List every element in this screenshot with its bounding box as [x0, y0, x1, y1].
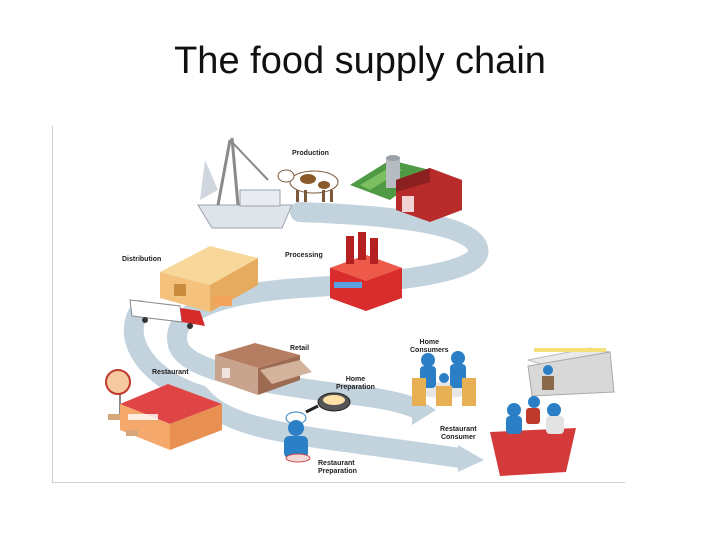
frying-pan-icon	[305, 392, 351, 414]
chef-icon	[284, 411, 311, 463]
buffet-counter-icon	[527, 347, 615, 397]
diagram-frame	[52, 126, 625, 483]
label-restaurant: Restaurant	[152, 369, 189, 376]
truck-icon	[129, 296, 232, 329]
retail-store-icon	[215, 343, 312, 395]
page-title: The food supply chain	[174, 40, 546, 82]
label-home-consumers: Home Consumers	[410, 339, 449, 354]
farm-barn-icon	[350, 155, 462, 222]
label-retail: Retail	[290, 345, 310, 352]
label-home-preparation: Home Preparation	[336, 376, 375, 391]
cow-icon	[277, 169, 339, 202]
label-production: Production	[292, 150, 329, 157]
flow-arrowhead-restaurant	[458, 445, 484, 472]
factory-icon	[330, 232, 402, 311]
label-restaurant-consumer: Restaurant Consumer	[440, 426, 477, 441]
label-processing: Processing	[285, 252, 323, 259]
fishing-boat-icon	[197, 137, 293, 229]
home-consumers-icon	[412, 351, 476, 406]
label-distribution: Distribution	[122, 256, 162, 263]
restaurant-consumers-icon	[490, 396, 578, 476]
label-restaurant-preparation: Restaurant Preparation	[318, 460, 357, 475]
restaurant-building-icon	[105, 369, 222, 450]
